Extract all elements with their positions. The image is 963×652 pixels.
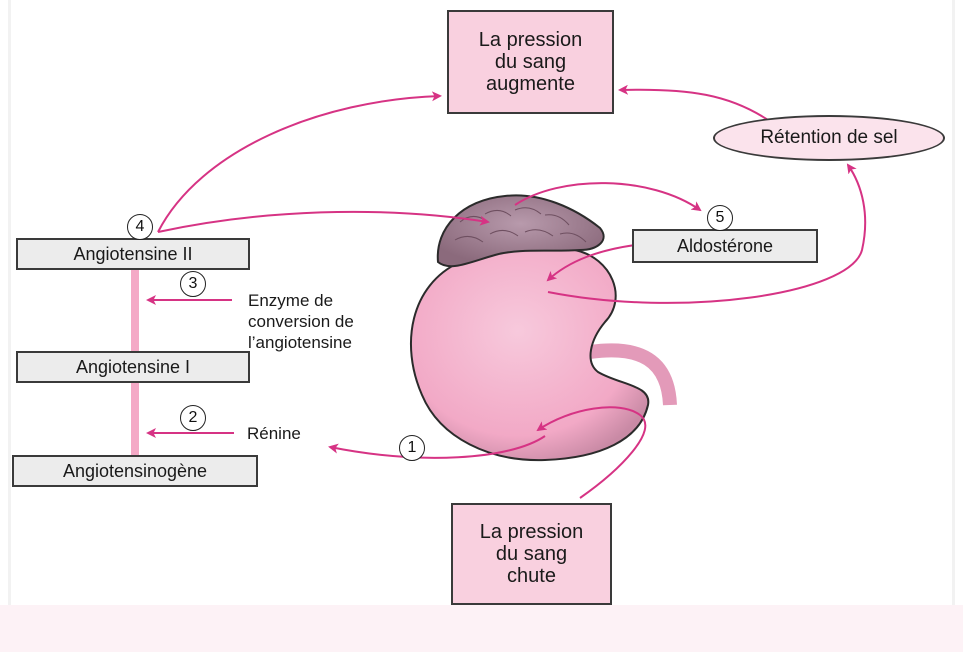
angiotensin-ii-box: Angiotensine II [16,238,250,270]
angiotensin-i-box: Angiotensine I [16,351,250,383]
angiotensinogen-box: Angiotensinogène [12,455,258,487]
salt-retention-ellipse: Rétention de sel [713,115,945,161]
arrow-angiotensin2-to-pressure [158,96,440,232]
renin-label: Rénine [247,423,301,444]
step-4-marker: 4 [127,214,153,240]
ace-enzyme-label: Enzyme de conversion de l’angiotensine [248,290,354,353]
step-3-marker: 3 [180,271,206,297]
step-2-marker: 2 [180,405,206,431]
step-1-marker: 1 [399,435,425,461]
step-5-marker: 5 [707,205,733,231]
pressure-rises-box: La pression du sang augmente [447,10,614,114]
arrow-angiotensin2-to-adrenal [158,212,488,232]
pressure-drops-box: La pression du sang chute [451,503,612,605]
aldosterone-box: Aldostérone [632,229,818,263]
arrow-salt-retention-to-pressure [620,90,768,120]
